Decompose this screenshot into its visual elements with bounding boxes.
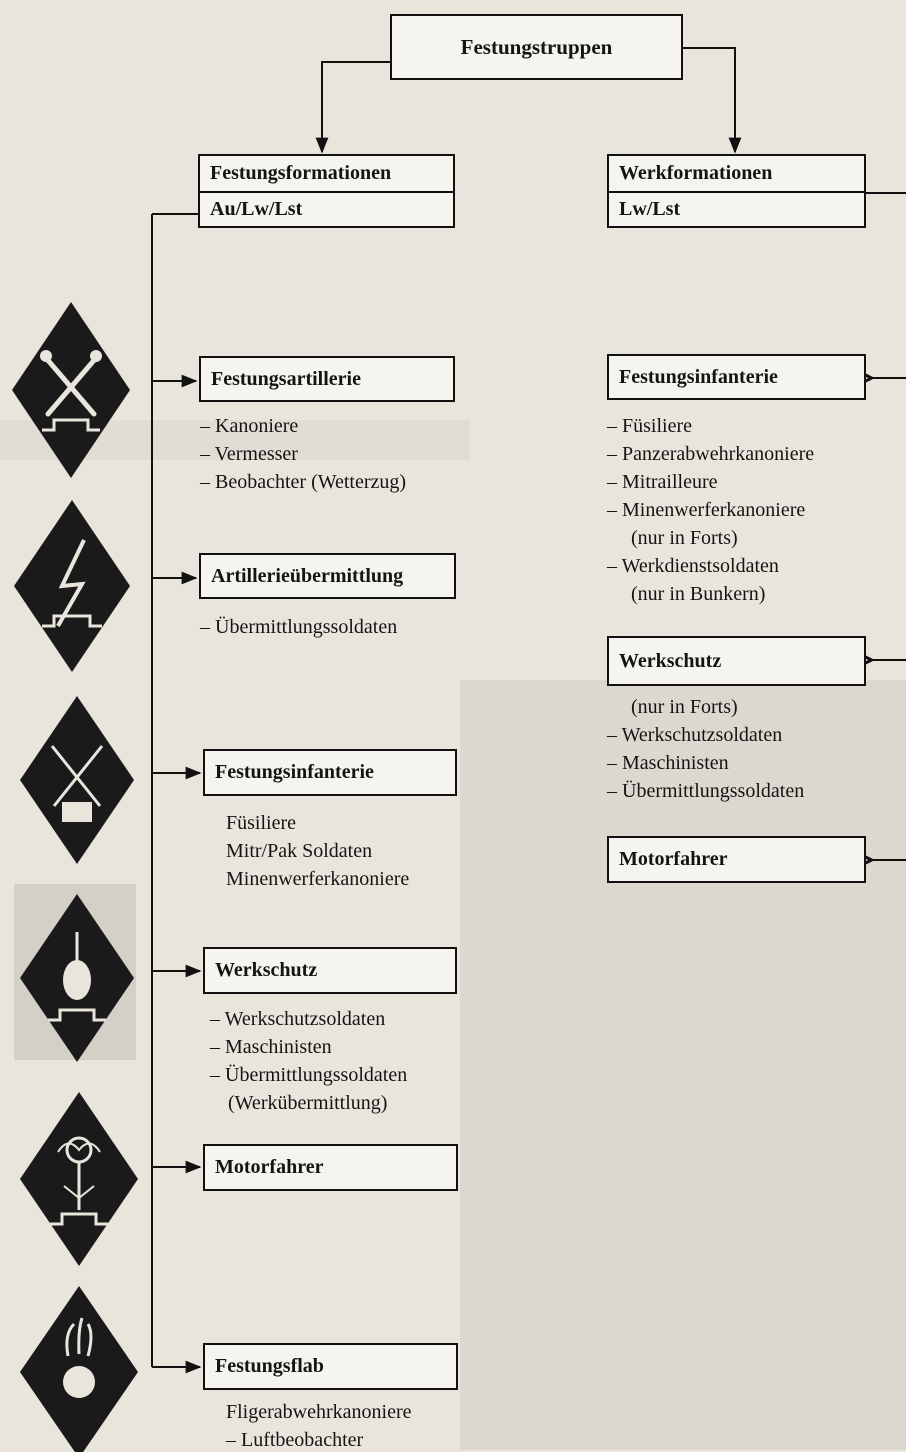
left-branch-5-label: Motorfahrer (215, 1156, 324, 1178)
left-branch-3-box: Festungsinfanterie (203, 749, 457, 796)
right-group-title: Werkformationen (619, 162, 773, 184)
left-branch-4-list: – Werkschutzsoldaten – Maschinisten – Üb… (210, 1005, 407, 1117)
list-item: – Kanoniere (200, 415, 299, 437)
list-item: – Werkschutzsoldaten (607, 724, 783, 746)
flaming-grenade-icon (20, 1286, 138, 1452)
list-item: – Beobachter (Wetterzug) (200, 471, 407, 493)
right-branch-3-box: Motorfahrer (607, 836, 866, 883)
list-item: – Werkdienstsoldaten (607, 555, 779, 577)
left-branch-6-label: Festungsflab (215, 1355, 324, 1377)
list-item: – Übermittlungssoldaten (200, 616, 398, 638)
list-item: – Übermittlungssoldaten (210, 1064, 408, 1086)
left-branch-1-box: Festungsartillerie (199, 356, 455, 402)
left-group-subtitle: Au/Lw/Lst (200, 191, 453, 226)
left-branch-6-box: Festungsflab (203, 1343, 458, 1390)
left-branch-2-list: – Übermittlungssoldaten (200, 613, 397, 641)
list-item: – Vermesser (200, 443, 298, 465)
list-item: – Maschinisten (210, 1036, 332, 1058)
list-item: – Maschinisten (607, 752, 729, 774)
list-item: – Panzerabwehrkanoniere (607, 443, 815, 465)
right-branch-3-label: Motorfahrer (619, 848, 728, 870)
right-group-node: Werkformationen Lw/Lst (607, 154, 866, 228)
list-item: Füsiliere (226, 812, 296, 834)
root-node: Festungstruppen (390, 14, 683, 80)
root-label: Festungstruppen (460, 34, 613, 59)
list-item: – Übermittlungssoldaten (607, 780, 805, 802)
winged-wheel-icon (20, 1092, 138, 1266)
left-branch-2-box: Artillerieübermittlung (199, 553, 456, 599)
list-item: – Werkschutzsoldaten (210, 1008, 386, 1030)
left-group-title: Festungsformationen (210, 162, 392, 184)
connector-root-left (315, 61, 390, 154)
list-item: – Mitrailleure (607, 471, 718, 493)
left-branch-3-list: Füsiliere Mitr/Pak Soldaten Minenwerferk… (226, 809, 409, 893)
right-group-subtitle: Lw/Lst (609, 191, 864, 226)
right-branch-1-list: – Füsiliere – Panzerabwehrkanoniere – Mi… (607, 412, 814, 608)
list-item: (nur in Forts) (631, 696, 738, 718)
connector-root-right (683, 47, 742, 154)
list-item: – Luftbeobachter (226, 1429, 364, 1451)
right-branch-2-list: (nur in Forts) – Werkschutzsoldaten – Ma… (607, 693, 804, 805)
left-branch-4-box: Werkschutz (203, 947, 457, 994)
list-item: (nur in Forts) (631, 527, 738, 549)
crossed-rifles-icon (20, 696, 134, 864)
list-item: (nur in Bunkern) (631, 583, 766, 605)
left-branch-2-label: Artillerieübermittlung (211, 564, 404, 587)
left-group-node: Festungsformationen Au/Lw/Lst (198, 154, 455, 228)
left-branch-1-label: Festungsartillerie (211, 367, 361, 390)
list-item: – Minenwerferkanoniere (607, 499, 806, 521)
left-branch-1-list: – Kanoniere – Vermesser – Beobachter (We… (200, 412, 406, 496)
left-branch-6-list: Fligerabwehrkanoniere – Luftbeobachter (226, 1398, 411, 1452)
list-item: – Füsiliere (607, 415, 692, 437)
left-branch-3-label: Festungsinfanterie (215, 761, 374, 783)
left-branch-5-box: Motorfahrer (203, 1144, 458, 1191)
background-photo-panel (460, 680, 906, 1450)
right-branch-1-box: Festungsinfanterie (607, 354, 866, 400)
crossed-cannons-icon (12, 302, 130, 478)
list-item: Minenwerferkanoniere (226, 868, 410, 890)
left-branch-4-label: Werkschutz (215, 959, 318, 981)
right-branch-2-box: Werkschutz (607, 636, 866, 686)
right-branch-1-label: Festungsinfanterie (619, 365, 778, 388)
list-item: Fligerabwehrkanoniere (226, 1401, 412, 1423)
list-item: (Werkübermittlung) (228, 1092, 388, 1114)
right-branch-2-label: Werkschutz (619, 649, 722, 672)
lightning-bolt-icon (14, 500, 130, 672)
grenade-icon (20, 894, 134, 1062)
list-item: Mitr/Pak Soldaten (226, 840, 373, 862)
